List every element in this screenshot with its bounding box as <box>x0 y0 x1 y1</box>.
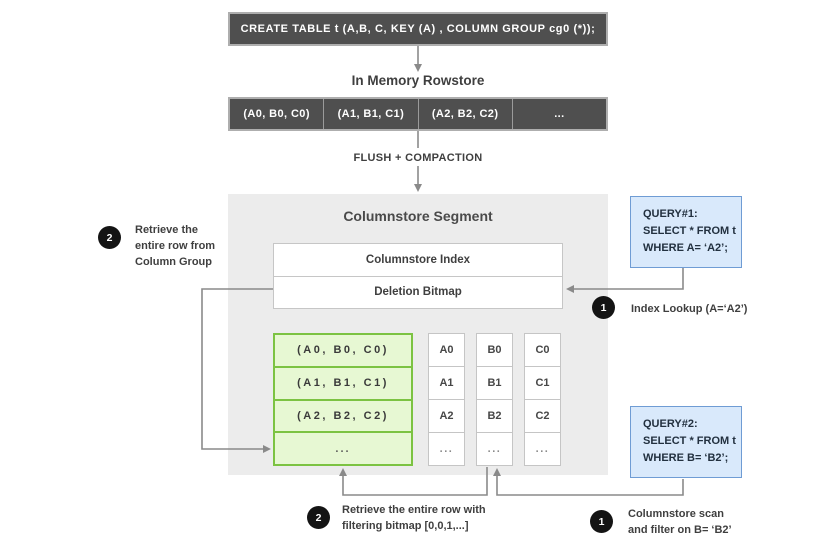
query2-line: QUERY#2: <box>643 418 698 430</box>
column-c-cell: C2 <box>525 400 560 433</box>
column-b-cell: B2 <box>477 400 512 433</box>
rowstore-bar: (A0, B0, C0) (A1, B1, C1) (A2, B2, C2) .… <box>228 97 608 131</box>
annotation-retrieve-column-group: Retrieve the entire row from Column Grou… <box>135 224 216 268</box>
annotation-retrieve-filtering-bitmap: Retrieve the entire row with filtering b… <box>342 504 486 532</box>
index-bitmap-box: Columnstore Index Deletion Bitmap <box>273 243 563 309</box>
column-group-row: (A2, B2, C2) <box>275 401 411 434</box>
deletion-bitmap-row: Deletion Bitmap <box>374 286 462 299</box>
arrow-down-icon <box>414 184 422 192</box>
annotation-columnstore-scan: Columnstore scan and filter on B= ‘B2’ <box>628 508 732 536</box>
column-group-row: ... <box>335 442 351 455</box>
query1-line: QUERY#1: <box>643 208 698 220</box>
step-badge-1: 1 <box>592 296 615 319</box>
query2-box: QUERY#2: SELECT * FROM t WHERE B= ‘B2’; <box>630 406 742 478</box>
query1-box: QUERY#1: SELECT * FROM t WHERE A= ‘A2’; <box>630 196 742 268</box>
query2-line: WHERE B= ‘B2’; <box>643 452 729 464</box>
column-group-box: (A0, B0, C0) (A1, B1, C1) (A2, B2, C2) .… <box>273 333 413 466</box>
column-c-cell: C0 <box>525 334 560 367</box>
columnstore-index-row: Columnstore Index <box>274 244 562 277</box>
create-table-statement: CREATE TABLE t (A,B, C, KEY (A) , COLUMN… <box>228 12 608 46</box>
column-b-cell: B0 <box>477 334 512 367</box>
query1-line: WHERE A= ‘A2’; <box>643 242 728 254</box>
column-a-cell: A0 <box>429 334 464 367</box>
arrow-down-icon <box>414 64 422 72</box>
annotation-index-lookup: Index Lookup (A=‘A2’) <box>631 303 748 315</box>
column-group-row: (A1, B1, C1) <box>275 368 411 401</box>
flush-compaction-label: FLUSH + COMPACTION <box>353 152 483 164</box>
column-c-cell: ... <box>535 443 550 455</box>
step-badge-2: 2 <box>307 506 330 529</box>
column-b-cell: ... <box>487 443 502 455</box>
column-a: A0 A1 A2 ... <box>428 333 465 466</box>
column-a-cell: ... <box>439 443 454 455</box>
rowstore-cell: (A1, B1, C1) <box>324 99 419 129</box>
query1-line: SELECT * FROM t <box>643 225 736 237</box>
column-group-row: (A0, B0, C0) <box>275 335 411 368</box>
column-a-cell: A2 <box>429 400 464 433</box>
column-a-cell: A1 <box>429 367 464 400</box>
column-b-cell: B1 <box>477 367 512 400</box>
query2-line: SELECT * FROM t <box>643 435 736 447</box>
rowstore-cell: (A0, B0, C0) <box>230 99 325 129</box>
step-badge-2: 2 <box>98 226 121 249</box>
rowstore-cell: ... <box>554 108 565 120</box>
column-c-cell: C1 <box>525 367 560 400</box>
step-badge-1: 1 <box>590 510 613 533</box>
rowstore-title: In Memory Rowstore <box>351 73 485 88</box>
segment-title: Columnstore Segment <box>343 208 493 224</box>
column-c: C0 C1 C2 ... <box>524 333 561 466</box>
column-b: B0 B1 B2 ... <box>476 333 513 466</box>
create-table-sql: CREATE TABLE t (A,B, C, KEY (A) , COLUMN… <box>240 23 596 35</box>
rowstore-cell: (A2, B2, C2) <box>419 99 513 129</box>
